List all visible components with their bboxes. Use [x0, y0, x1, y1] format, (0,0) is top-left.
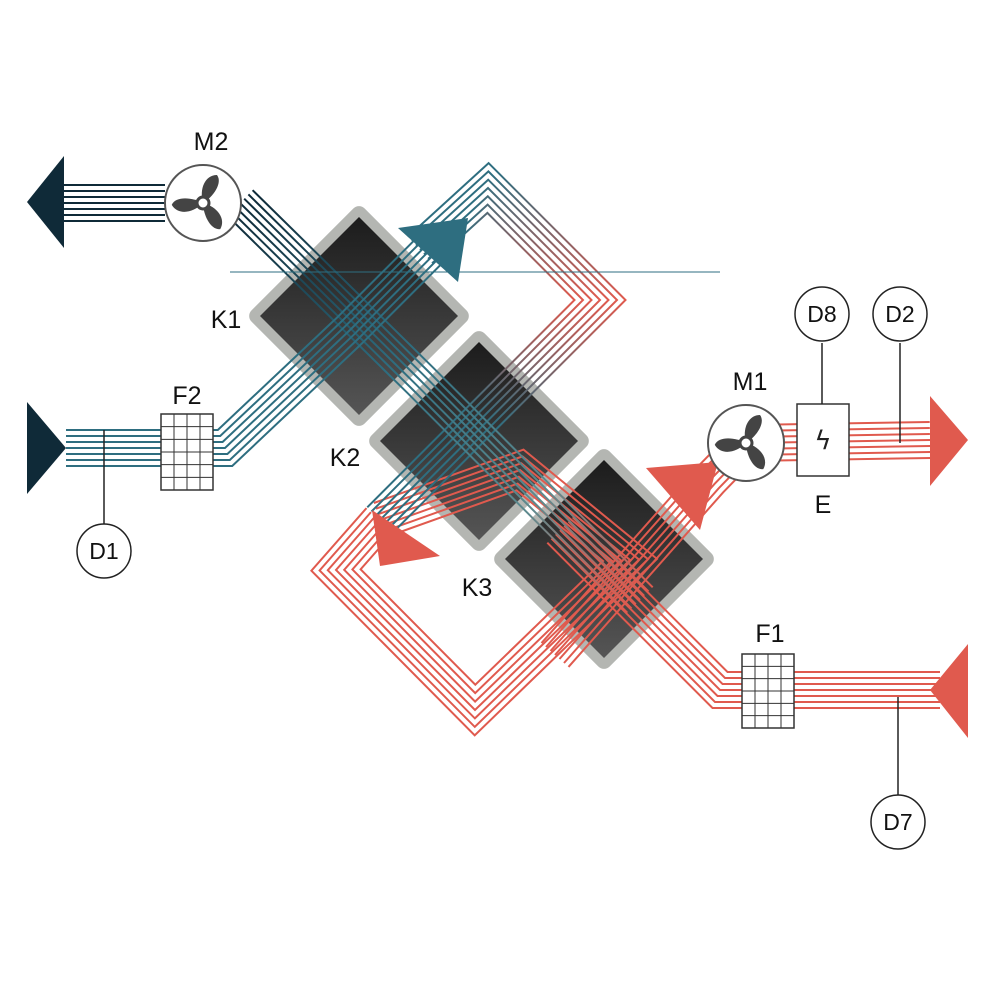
supply-loop-upper	[366, 161, 627, 534]
exhaust-inlet-line-strand	[66, 230, 433, 437]
supply-inlet-line-strand	[550, 537, 940, 703]
exhaust-inlet-line-strand	[66, 235, 437, 443]
label-k3: K3	[462, 574, 493, 602]
sensor-d2: D2	[872, 286, 928, 342]
fan-blade-icon	[714, 415, 766, 470]
exhaust-inlet-line-strand	[66, 243, 445, 455]
supply-inlet-line-strand	[563, 525, 940, 685]
filter-f1	[741, 653, 795, 729]
supply-loop-upper-strand	[383, 178, 610, 525]
filter-f2	[160, 413, 214, 491]
sensor-d7-label: D7	[883, 809, 912, 835]
fan-m1	[707, 404, 785, 482]
sensor-d8: D8	[794, 286, 850, 342]
loop-arrow-red-left	[372, 510, 440, 566]
supply-loop-upper-strand	[379, 186, 602, 521]
exhaust-inlet-line-strand	[66, 239, 441, 449]
supply-loop-lower	[310, 448, 659, 737]
supply-inlet-line-strand	[546, 541, 940, 709]
sensor-leaders	[103, 343, 901, 795]
air-flows	[64, 161, 940, 737]
exhaust-diagonal-strand	[226, 215, 629, 614]
supply-loop-lower-strand	[326, 462, 641, 720]
sensor-d2-label: D2	[885, 301, 914, 327]
label-m1: M1	[733, 368, 768, 396]
supply-loop-upper-strand	[387, 170, 619, 530]
supply-inlet-arrow	[930, 644, 968, 738]
exhaust-diagonal-strand	[251, 189, 654, 589]
label-k1: K1	[211, 306, 242, 334]
exhaust-diagonal-strand	[247, 193, 650, 593]
exhaust-diagonal-strand	[239, 202, 641, 601]
supply-inlet-line-strand	[571, 516, 940, 673]
exhaust-diagonal-strand	[243, 197, 645, 597]
loop-arrow-teal	[398, 218, 468, 282]
exhaust-inlet-arrow	[27, 402, 66, 494]
fan-blade-icon	[171, 175, 223, 230]
exhaust-inlet-line-strand	[66, 247, 450, 461]
label-e: E	[815, 491, 832, 519]
label-f2: F2	[172, 382, 201, 410]
loop-arrow-red-right	[646, 462, 718, 530]
label-k2: K2	[330, 444, 361, 472]
exhaust-outlet-arrow	[27, 156, 64, 248]
supply-outlet-arrow	[930, 396, 968, 486]
supply-inlet-line	[546, 516, 940, 709]
supply-loop-lower-strand	[359, 489, 605, 687]
label-m2: M2	[194, 128, 229, 156]
fan-m2	[164, 164, 242, 242]
sensor-d7: D7	[870, 794, 926, 850]
supply-loop-lower-strand	[351, 482, 614, 695]
core-k1	[249, 206, 469, 426]
sensor-d1: D1	[76, 523, 132, 579]
supply-inlet-line-strand	[559, 529, 940, 691]
bolt-icon: ϟ	[814, 426, 831, 456]
sensor-d8-label: D8	[807, 301, 836, 327]
supply-loop-lower-strand	[334, 468, 632, 712]
heater-e: ϟ	[796, 403, 850, 477]
exhaust-diagonal-strand	[235, 206, 637, 605]
exhaust-diagonal-strand	[230, 210, 633, 610]
supply-loop-lower-strand	[342, 475, 623, 704]
sensor-d1-label: D1	[89, 538, 118, 564]
supply-loop-upper-strand	[391, 161, 627, 534]
exhaust-diagonal	[226, 189, 654, 614]
exhaust-inlet-line-strand	[66, 251, 454, 467]
exhaust-outlet-line	[64, 184, 165, 222]
label-f1: F1	[755, 620, 784, 648]
